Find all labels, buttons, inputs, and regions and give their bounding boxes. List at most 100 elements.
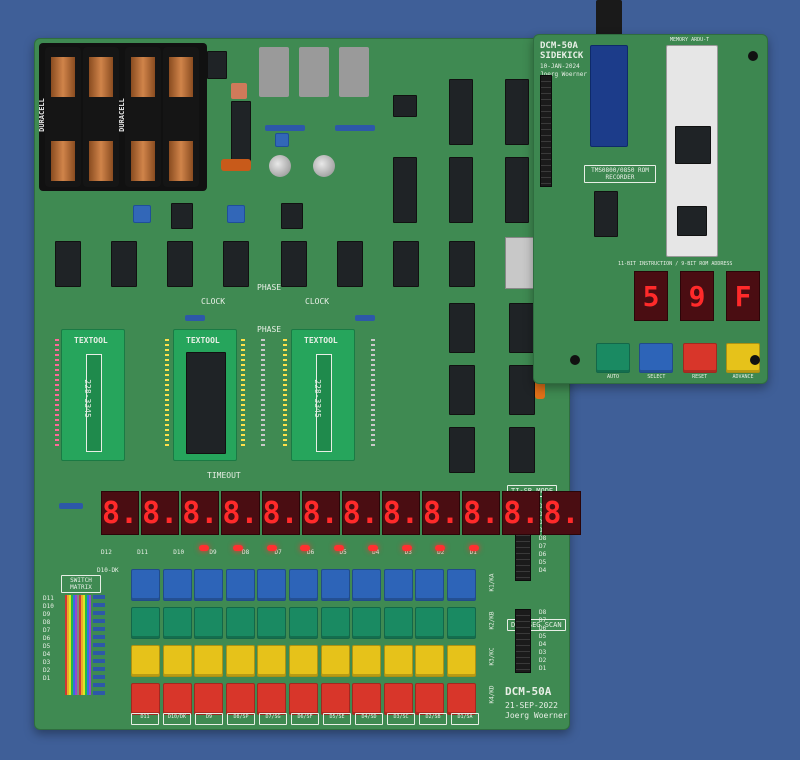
pin-label: D8 (43, 619, 51, 626)
key-blue-2[interactable] (162, 569, 192, 601)
key-yellow-11[interactable] (447, 645, 476, 677)
key-yellow-6[interactable] (289, 645, 318, 677)
zif-socket[interactable]: TEXTOOL 228-3345 (291, 329, 355, 461)
key-green-5[interactable] (257, 607, 287, 639)
key-blue-8[interactable] (352, 569, 382, 601)
ic-chip (449, 303, 475, 353)
key-green-2[interactable] (162, 607, 192, 639)
key-yellow-8[interactable] (352, 645, 382, 677)
regulator-module (231, 101, 251, 163)
zif-socket[interactable]: TEXTOOL (173, 329, 237, 461)
key-red-4[interactable] (225, 683, 255, 715)
key-green-11[interactable] (447, 607, 476, 639)
pin-label: D10 (43, 603, 54, 610)
power-jack[interactable] (207, 51, 227, 79)
sidekick-button-wrap: RESET (682, 343, 717, 381)
ic-chip (55, 241, 81, 287)
indicator-led (435, 545, 446, 551)
dig-seg-scan-label: DIG-SEG SCAN (507, 619, 566, 631)
key-red-9[interactable] (383, 683, 413, 715)
sidekick-auto-button[interactable] (596, 343, 630, 373)
mount-hole (750, 355, 760, 365)
regulator (299, 47, 329, 97)
key-yellow-2[interactable] (162, 645, 192, 677)
key-red-6[interactable] (289, 683, 318, 715)
key-blue-5[interactable] (257, 569, 287, 601)
key-green-3[interactable] (194, 607, 224, 639)
trimmer-pot[interactable] (275, 133, 289, 147)
power-switch[interactable] (231, 83, 247, 99)
sidekick-button-wrap: AUTO (596, 343, 630, 381)
pin-header (165, 339, 169, 449)
key-blue-1[interactable] (131, 569, 160, 601)
key-green-7[interactable] (320, 607, 350, 639)
digit-label: D10 (173, 549, 185, 556)
key-yellow-4[interactable] (225, 645, 255, 677)
key-blue-6[interactable] (289, 569, 318, 601)
column-label: D4/SD (355, 713, 383, 725)
key-green-6[interactable] (289, 607, 318, 639)
key-yellow-7[interactable] (320, 645, 350, 677)
trimmer-pot[interactable] (227, 205, 245, 223)
digit-label: D5 (339, 549, 347, 556)
orange-capacitor (535, 373, 545, 399)
dig-seg-header[interactable] (515, 609, 531, 673)
ic-chip (393, 157, 417, 223)
key-red-5[interactable] (257, 683, 287, 715)
key-green-9[interactable] (383, 607, 413, 639)
indicator-led (300, 545, 311, 551)
key-yellow-1[interactable] (131, 645, 160, 677)
key-red-11[interactable] (447, 683, 476, 715)
key-blue-7[interactable] (320, 569, 350, 601)
key-red-3[interactable] (194, 683, 224, 715)
resistor-array (93, 595, 105, 695)
key-yellow-3[interactable] (194, 645, 224, 677)
pin-label: D6 (539, 625, 547, 632)
resistor (335, 125, 375, 131)
key-red-10[interactable] (415, 683, 445, 715)
column-label: D7/SG (259, 713, 287, 725)
pin-header (283, 339, 287, 449)
sidekick-reset-button[interactable] (682, 343, 717, 373)
key-yellow-9[interactable] (383, 645, 413, 677)
ic-chip (223, 241, 249, 287)
ic-chip (449, 427, 475, 473)
zif-socket[interactable]: TEXTOOL 228-3345 (61, 329, 125, 461)
battery: DURACELL (38, 47, 81, 187)
key-red-7[interactable] (320, 683, 350, 715)
key-yellow-10[interactable] (415, 645, 445, 677)
key-red-1[interactable] (131, 683, 160, 715)
key-blue-11[interactable] (447, 569, 476, 601)
digit-label: D2 (437, 549, 445, 556)
key-blue-4[interactable] (225, 569, 255, 601)
sidekick-digit: 5 (634, 271, 668, 321)
board-date: 21-SEP-2022 (505, 701, 558, 710)
timeout-label: TIMEOUT (207, 471, 241, 480)
battery-brand: DURACELL (37, 98, 46, 132)
sidekick-button-label: ADVANCE (732, 374, 754, 380)
socket-part: 228-3345 (82, 379, 92, 418)
digit-label: D9 (209, 549, 217, 556)
indicator-led (199, 545, 209, 551)
key-blue-9[interactable] (383, 569, 413, 601)
digit-label: D12 (101, 549, 112, 556)
key-green-1[interactable] (131, 607, 160, 639)
ic-chip (281, 203, 303, 229)
pin-label: D11 (43, 595, 54, 602)
key-red-8[interactable] (352, 683, 382, 715)
key-green-8[interactable] (352, 607, 382, 639)
sidekick-select-button[interactable] (639, 343, 674, 373)
key-green-4[interactable] (225, 607, 255, 639)
key-green-10[interactable] (415, 607, 445, 639)
arduino-nano (590, 45, 628, 147)
pin-label: D3 (43, 659, 51, 666)
tms-chip (186, 352, 226, 454)
pin-label: D6 (43, 635, 51, 642)
key-red-2[interactable] (162, 683, 192, 715)
key-yellow-5[interactable] (257, 645, 287, 677)
key-blue-10[interactable] (415, 569, 445, 601)
display-digit: 8. (181, 491, 220, 535)
trimmer-pot[interactable] (133, 205, 151, 223)
key-blue-3[interactable] (194, 569, 224, 601)
